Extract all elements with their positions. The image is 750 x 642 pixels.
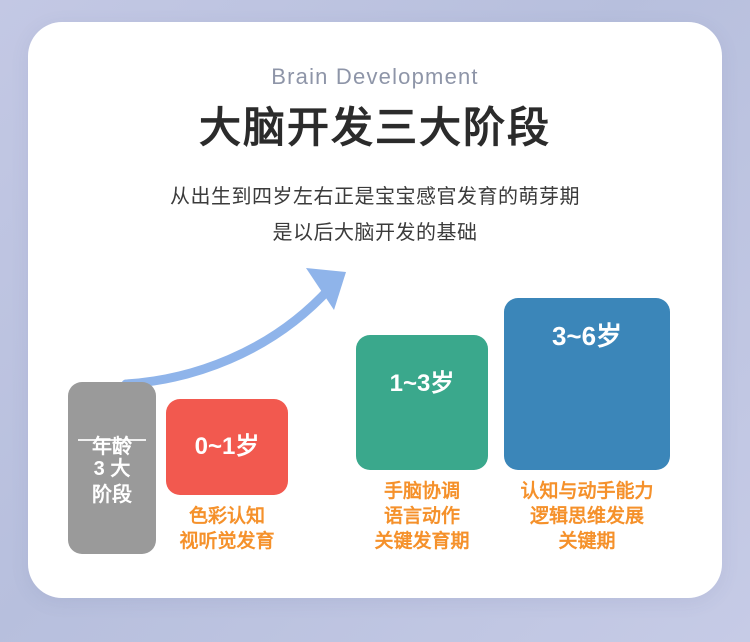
stage-2-age-badge: 1~3岁 xyxy=(356,334,488,470)
legend-age-label: 年龄 xyxy=(92,435,132,458)
page-title: 大脑开发三大阶段 xyxy=(198,104,551,151)
stage-2-details: 手脑协调 语言动作 关键发育期 xyxy=(356,479,488,554)
legend-stage-label: 3 大 阶段 xyxy=(68,456,156,508)
legend-divider xyxy=(78,439,146,441)
stage-3-age-badge: 3~6岁 xyxy=(504,297,670,470)
stage-column-1: 0~1岁 色彩认知 视听觉发育 xyxy=(166,398,288,554)
content-card: Brain Development 大脑开发三大阶段 从出生到四岁左右正是宝宝感… xyxy=(28,22,722,598)
legend-column: 年龄 3 大 阶段 xyxy=(68,382,156,554)
legend-block: 年龄 3 大 阶段 xyxy=(68,382,156,554)
stage-3-detail-line-1: 认知与动手能力 xyxy=(520,480,654,502)
stage-3-detail-line-2: 逻辑思维发展 xyxy=(529,505,644,527)
stage-column-2: 1~3岁 手脑协调 语言动作 关键发育期 xyxy=(356,334,488,554)
stage-1-detail-line-1: 色彩认知 xyxy=(188,505,265,527)
legend-stage-line-2: 阶段 xyxy=(92,484,132,506)
stage-2-detail-line-2: 语言动作 xyxy=(383,505,460,527)
stage-3-detail-line-3: 关键期 xyxy=(558,530,616,552)
stage-1-details: 色彩认知 视听觉发育 xyxy=(166,504,288,554)
stage-column-3: 3~6岁 认知与动手能力 逻辑思维发展 关键期 xyxy=(504,297,670,554)
english-title: Brain Development xyxy=(271,64,479,89)
subtitle-line-2: 是以后大脑开发的基础 xyxy=(272,222,478,244)
upward-growth-arrow-icon xyxy=(120,262,410,392)
stage-1-detail-line-2: 视听觉发育 xyxy=(179,530,275,552)
stage-3-details: 认知与动手能力 逻辑思维发展 关键期 xyxy=(504,479,670,554)
stage-2-detail-line-1: 手脑协调 xyxy=(383,480,460,502)
subtitle-line-1: 从出生到四岁左右正是宝宝感官发育的萌芽期 xyxy=(170,186,580,208)
legend-stage-line-1: 3 大 xyxy=(93,458,131,480)
stage-1-age-badge: 0~1岁 xyxy=(166,398,288,495)
stage-2-detail-line-3: 关键发育期 xyxy=(374,530,470,552)
